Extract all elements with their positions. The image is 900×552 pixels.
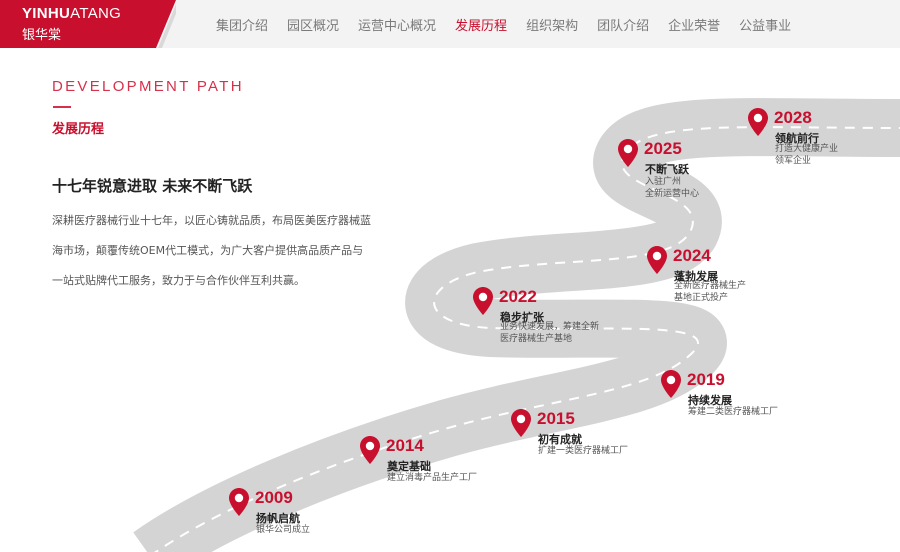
- milestone-title: 蓬勃发展: [674, 270, 718, 283]
- nav-item-group-intro[interactable]: 集团介绍: [216, 18, 269, 34]
- milestone-desc: 打造大健康产业: [775, 144, 839, 154]
- nav-item-organization[interactable]: 组织架构: [526, 18, 579, 34]
- map-pin-icon: [360, 436, 380, 464]
- milestone-title: 持续发展: [688, 394, 732, 407]
- milestone-desc: 建立消毒产品生产工厂: [387, 473, 478, 483]
- main-nav: 集团介绍 园区概况 运营中心概况 发展历程 组织架构 团队介绍 企业荣誉 公益事…: [216, 0, 810, 48]
- milestone-desc: 扩建一类医疗器械工厂: [538, 446, 629, 456]
- nav-item-development[interactable]: 发展历程: [455, 18, 508, 34]
- section-divider: [53, 106, 71, 108]
- section-title-cn: 发展历程: [52, 122, 105, 137]
- milestone-desc: 筹建二类医疗器械工厂: [688, 407, 779, 417]
- map-pin-icon: [647, 246, 667, 274]
- milestone-title: 扬帆启航: [256, 512, 300, 525]
- nav-item-team[interactable]: 团队介绍: [597, 18, 650, 34]
- milestone-year: 2025: [644, 139, 682, 158]
- description-line: 深耕医疗器械行业十七年，以匠心铸就品质，布局医美医疗器械蓝: [52, 214, 371, 227]
- milestone-title: 初有成就: [538, 433, 582, 446]
- nav-item-charity[interactable]: 公益事业: [739, 18, 792, 34]
- logo-brand-bold: YINHU: [22, 5, 71, 22]
- map-pin-icon: [661, 370, 681, 398]
- milestone-title: 领航前行: [775, 132, 819, 145]
- milestone-title: 奠定基础: [387, 460, 431, 473]
- milestone-title: 不断飞跃: [645, 163, 689, 176]
- logo-brand-thin: ATANG: [70, 5, 122, 22]
- description-line: 海市场，颠覆传统OEM代工模式，为广大客户提供高品质产品与: [52, 244, 364, 257]
- milestone-desc: 医疗器械生产基地: [500, 334, 573, 344]
- milestone-desc: 全新医疗器械生产: [674, 281, 747, 291]
- milestone-year: 2022: [499, 287, 537, 306]
- milestone-year: 2014: [386, 436, 424, 455]
- map-pin-icon: [511, 409, 531, 437]
- section-title-en: DEVELOPMENT PATH: [52, 78, 244, 95]
- milestone-desc: 业务快速发展，筹建全新: [500, 322, 600, 332]
- milestone-desc: 基地正式投产: [674, 293, 729, 303]
- map-pin-icon: [473, 287, 493, 315]
- map-pin-icon: [229, 488, 249, 516]
- intro-description: 深耕医疗器械行业十七年，以匠心铸就品质，布局医美医疗器械蓝 海市场，颠覆传统OE…: [52, 206, 412, 296]
- milestone-title: 稳步扩张: [500, 311, 544, 324]
- logo[interactable]: YINHUATANG: [22, 5, 121, 22]
- milestone-year: 2015: [537, 409, 575, 428]
- nav-item-operation-center[interactable]: 运营中心概况: [358, 18, 437, 34]
- description-line: 一站式贴牌代工服务，致力于与合作伙伴互利共赢。: [52, 274, 305, 287]
- milestone-year: 2024: [673, 246, 711, 265]
- milestone-desc: 领军企业: [775, 156, 812, 166]
- milestone-year: 2019: [687, 370, 725, 389]
- milestone-desc: 入驻广州: [645, 177, 682, 187]
- milestone-year: 2028: [774, 108, 812, 127]
- milestone-year: 2009: [255, 488, 293, 507]
- map-pin-icon: [618, 139, 638, 167]
- slogan-heading: 十七年锐意进取 未来不断飞跃: [52, 177, 253, 195]
- site-header: YINHUATANG 银华棠 集团介绍 园区概况 运营中心概况 发展历程 组织架…: [0, 0, 900, 48]
- nav-item-park-overview[interactable]: 园区概况: [287, 18, 340, 34]
- logo-brand-cn: 银华棠: [22, 28, 62, 43]
- milestone-desc: 银华公司成立: [256, 525, 311, 535]
- nav-item-honors[interactable]: 企业荣誉: [668, 18, 721, 34]
- milestone-desc: 全新运营中心: [645, 189, 700, 199]
- logo-red-block: [0, 0, 176, 48]
- map-pin-icon: [748, 108, 768, 136]
